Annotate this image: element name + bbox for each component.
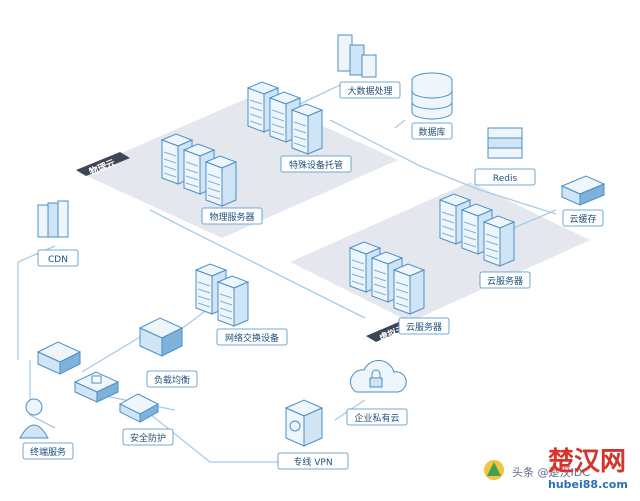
- cloud-server-label-text: 云服务器: [487, 275, 523, 287]
- gateway-icon: [36, 341, 82, 375]
- security-label-text: 安全防护: [130, 432, 166, 444]
- load-balance-icon: [138, 317, 184, 357]
- cloud-cache-label-text: 云缓存: [569, 213, 596, 225]
- cloud-server-label: 云服务器: [479, 271, 531, 289]
- cloud-server-label-text: 云服务器: [406, 321, 442, 333]
- network-switch-label: 网络交换设备: [216, 328, 288, 346]
- load-balance-label: 负载均衡: [146, 370, 198, 388]
- cloud-server-label: 云服务器: [398, 317, 450, 335]
- terminal-service-label-text: 终端服务: [30, 446, 66, 458]
- server-groups: [160, 81, 516, 327]
- big-data-label: 大数据处理: [339, 81, 401, 99]
- physical-server-label-text: 物理服务器: [209, 211, 254, 223]
- hosting-server-icon: [246, 81, 280, 133]
- physical-server-label: 物理服务器: [201, 207, 263, 225]
- vpn-label: 专线 VPN: [277, 452, 349, 470]
- brand-name: 楚汉网: [548, 447, 626, 477]
- security-label: 安全防护: [122, 428, 174, 446]
- big-data-label-text: 大数据处理: [347, 85, 392, 97]
- cloud-server-icon: [482, 215, 516, 267]
- database-label-text: 数据库: [418, 126, 445, 138]
- database-label: 数据库: [411, 122, 453, 140]
- private-cloud-label: 企业私有云: [346, 408, 408, 426]
- redis-label: Redis: [474, 168, 536, 186]
- physical-server-icon: [204, 155, 238, 207]
- lock-icon: [73, 371, 120, 403]
- cloud-server-icon: [392, 263, 426, 315]
- private-cloud-label-text: 企业私有云: [354, 412, 399, 424]
- special-hosting-label-text: 特殊设备托管: [289, 159, 343, 171]
- cdn-label-text: CDN: [48, 255, 68, 265]
- watermark-text: 头条 @楚汉IDC: [512, 465, 590, 479]
- user-icon: [19, 398, 49, 439]
- brand-url: hubei88.com: [548, 478, 628, 491]
- cloud-cache-label: 云缓存: [562, 209, 604, 227]
- database-icon: [411, 72, 453, 120]
- cdn-icon: [37, 200, 69, 238]
- hosting-server-icon: [290, 103, 324, 155]
- private-cloud-icon: [350, 360, 407, 393]
- redis-icon: [487, 127, 523, 159]
- cloud-cache-icon: [560, 175, 606, 206]
- network-switch-label-text: 网络交换设备: [225, 332, 279, 344]
- special-hosting-label: 特殊设备托管: [280, 155, 352, 173]
- vpn-icon: [284, 399, 324, 447]
- big-data-icon: [337, 34, 377, 78]
- vpn-label-text: 专线 VPN: [293, 456, 332, 468]
- watermark: 头条 @楚汉IDC 楚汉网 hubei88.com: [484, 447, 628, 491]
- cdn-label: CDN: [37, 249, 79, 267]
- terminal-service-label: 终端服务: [22, 442, 74, 460]
- switch-server-icon: [216, 275, 250, 327]
- redis-label-text: Redis: [493, 174, 518, 184]
- load-balance-label-text: 负载均衡: [154, 374, 190, 386]
- shield-icon: [118, 393, 160, 423]
- node-labels: 大数据处理数据库Redis云缓存特殊设备托管物理服务器云服务器云服务器CDN网络…: [22, 81, 604, 470]
